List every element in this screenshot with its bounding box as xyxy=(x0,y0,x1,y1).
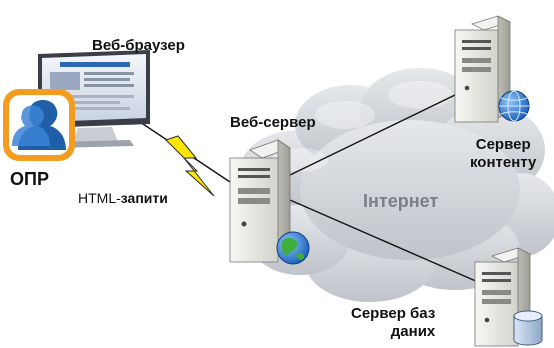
db-server-label-line2: даних xyxy=(390,323,436,340)
lightning-bolt-icon xyxy=(165,135,215,197)
link-web-to-db xyxy=(289,199,479,283)
user-silhouette-icon xyxy=(3,89,75,161)
link-web-to-content xyxy=(289,94,456,176)
html-requests-prefix: HTML- xyxy=(78,190,121,206)
web-server-tower xyxy=(229,139,291,263)
globe-wireframe-icon xyxy=(498,90,530,122)
content-server-label-line2: контенту xyxy=(470,154,537,171)
globe-icon xyxy=(276,231,310,265)
html-requests-label: HTML-запити xyxy=(78,189,168,207)
content-server-tower xyxy=(454,15,512,123)
db-server-label: Сервер баз даних xyxy=(351,305,435,341)
html-requests-word: запити xyxy=(120,190,168,206)
content-server-label: Сервер контенту xyxy=(470,136,536,172)
opr-label: ОПР xyxy=(10,169,49,189)
internet-label: Інтернет xyxy=(363,191,439,211)
web-browser-label: Веб-браузер xyxy=(92,37,185,54)
internet-cloud xyxy=(240,68,554,302)
database-cylinder-icon xyxy=(513,310,543,346)
content-server-label-line1: Сервер xyxy=(475,136,531,153)
web-server-label: Веб-сервер xyxy=(230,114,316,131)
db-server-label-line1: Сервер баз xyxy=(351,305,436,322)
